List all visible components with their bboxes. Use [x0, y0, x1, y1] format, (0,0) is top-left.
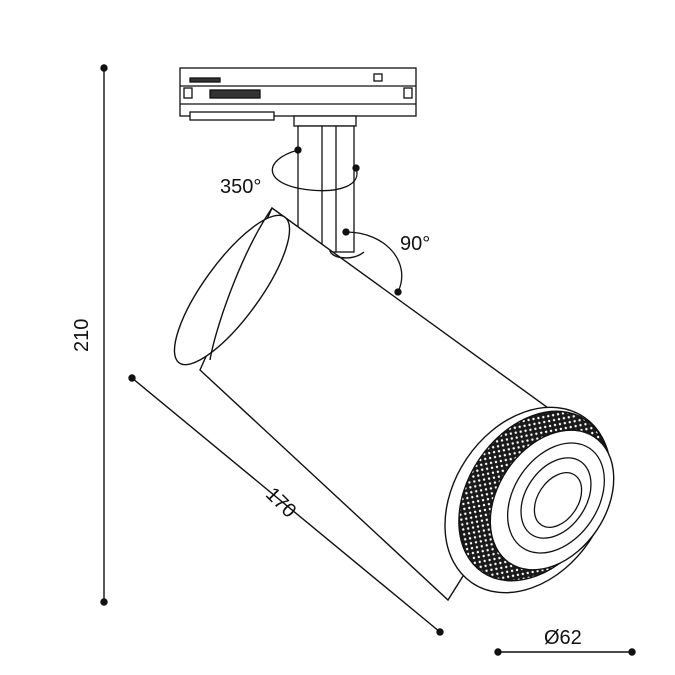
- height-label: 210: [71, 318, 93, 352]
- diameter-dimension: [494, 648, 636, 656]
- track-adapter: [179, 67, 417, 121]
- height-dimension: [100, 64, 108, 606]
- lens: [506, 442, 606, 554]
- tilt-indicator: [342, 228, 403, 296]
- tilt-label: 90°: [400, 233, 431, 255]
- length-dimension: [128, 374, 444, 636]
- diameter-label: Ø62: [544, 627, 582, 649]
- rotation-indicator: [271, 146, 360, 192]
- rotation-label: 350°: [220, 176, 262, 198]
